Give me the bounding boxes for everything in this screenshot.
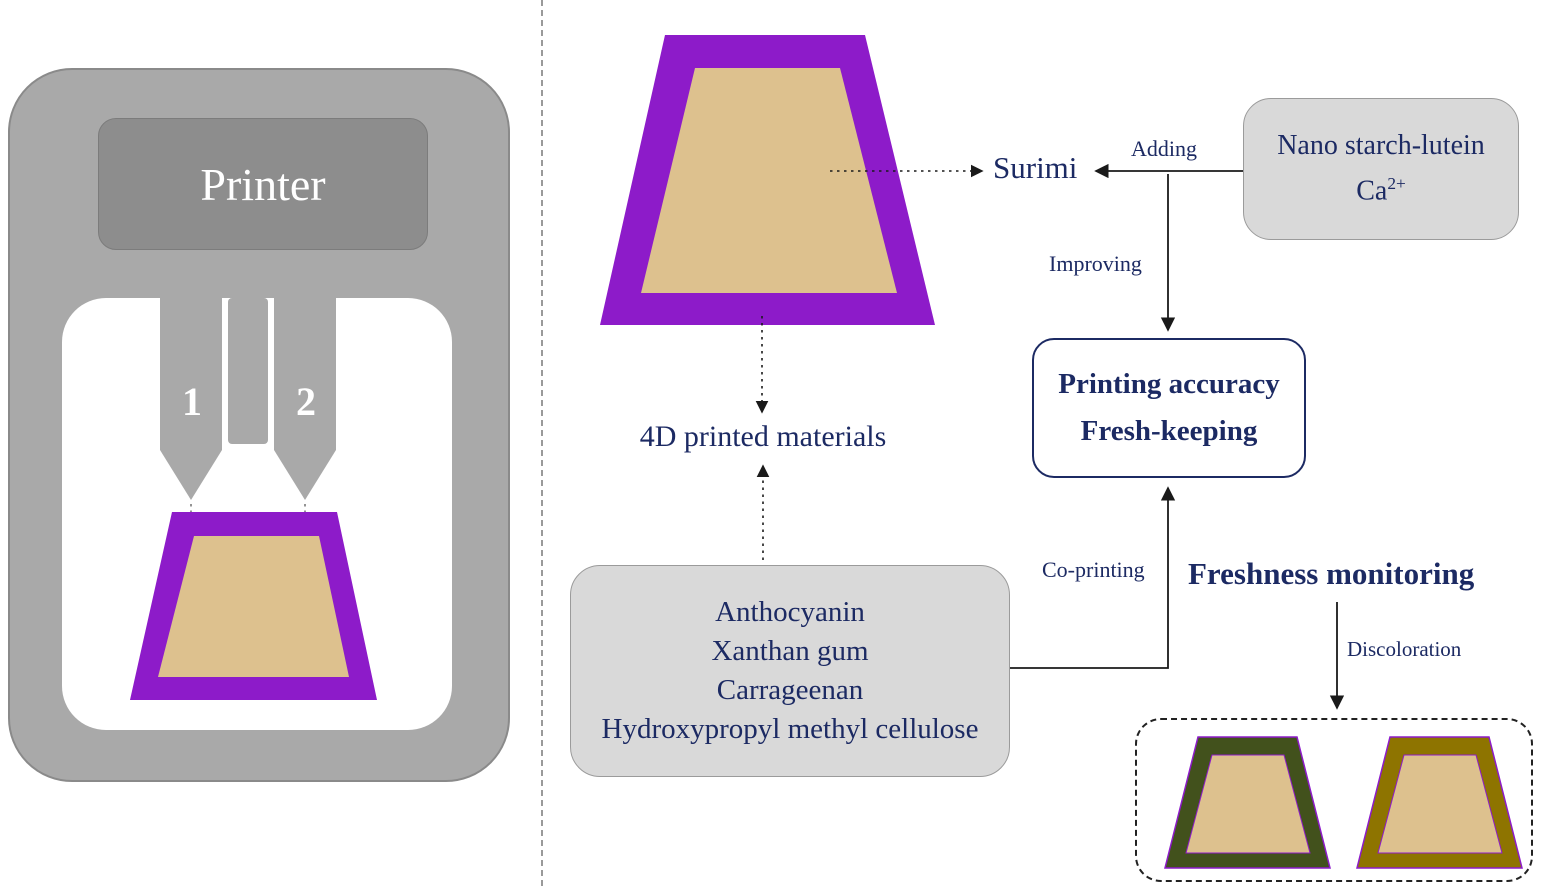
- discoloration-label: Discoloration: [1347, 637, 1462, 661]
- nano-starch-lutein-box: Nano starch-lutein Ca2+: [1243, 98, 1519, 240]
- printer-label: Printer: [98, 118, 428, 250]
- accuracy-line1: Printing accuracy: [1058, 368, 1280, 400]
- printing-accuracy-box: Printing accuracy Fresh-keeping: [1032, 338, 1306, 478]
- ca-label: Ca: [1356, 175, 1388, 207]
- nano-box-line1: Nano starch-lutein: [1277, 130, 1485, 162]
- surimi-trapezoid-outer: [600, 35, 935, 325]
- adding-label: Adding: [1131, 136, 1197, 161]
- nozzle-2-number: 2: [296, 379, 316, 424]
- ingredient-line: Anthocyanin: [715, 596, 865, 628]
- co-printing-label: Co-printing: [1042, 557, 1145, 582]
- ingredient-line: Carrageenan: [716, 674, 864, 706]
- nozzle-1-number: 1: [182, 379, 202, 424]
- surimi-label: Surimi: [993, 150, 1078, 185]
- printer-cavity: [62, 298, 452, 730]
- surimi-trapezoid-inner: [641, 68, 897, 293]
- ingredient-line: Xanthan gum: [711, 635, 869, 667]
- freshness-monitoring-label: Freshness monitoring: [1188, 556, 1475, 591]
- ingredient-line: Hydroxypropyl methyl cellulose: [601, 713, 979, 745]
- improving-label: Improving: [1049, 251, 1142, 276]
- materials-label: 4D printed materials: [639, 420, 887, 453]
- discoloration-result-box: [1135, 718, 1533, 882]
- nano-box-line2: Ca2+: [1356, 174, 1406, 207]
- accuracy-line2: Fresh-keeping: [1080, 415, 1258, 447]
- panel-divider: [541, 0, 543, 886]
- printer-label-text: Printer: [200, 158, 326, 210]
- ingredients-box: Anthocyanin Xanthan gum Carrageenan Hydr…: [570, 565, 1010, 777]
- ca-superscript: 2+: [1387, 174, 1406, 194]
